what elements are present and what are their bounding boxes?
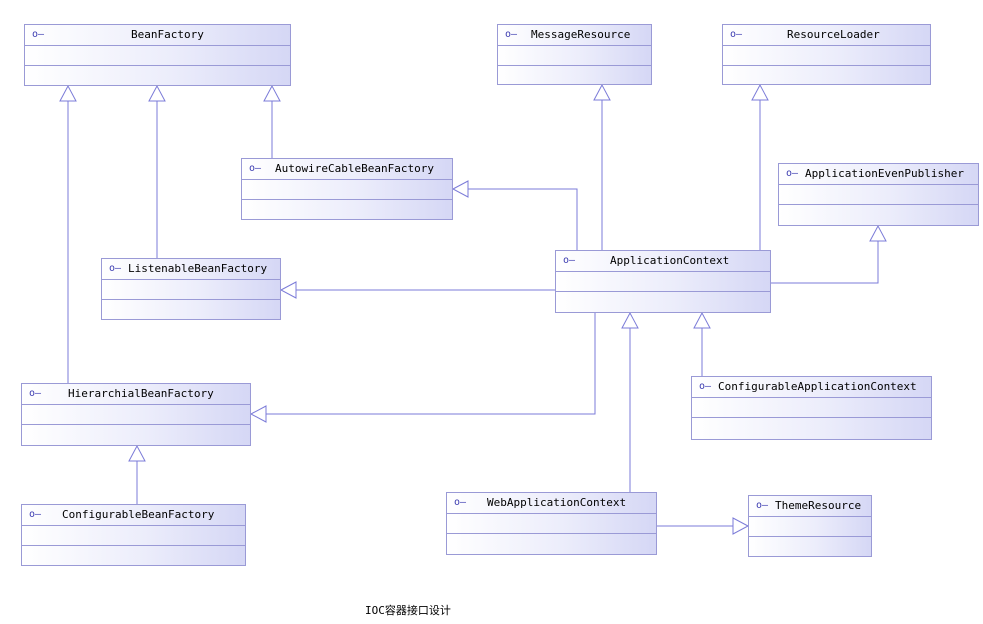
- attributes-section: [723, 46, 930, 66]
- generalization-arrowhead: [148, 84, 166, 102]
- operations-section: [22, 425, 250, 444]
- interface-lollipop-icon: o–: [730, 29, 743, 40]
- class-name: ListenableBeanFactory: [128, 262, 268, 275]
- generalization-arrowhead: [621, 311, 639, 329]
- operations-section: [447, 534, 656, 553]
- attributes-section: [692, 398, 931, 418]
- class-box-themeresource[interactable]: o– ThemeResource: [748, 495, 872, 557]
- attributes-section: [556, 272, 770, 292]
- appctx-to-hierarchial-line: [266, 313, 596, 415]
- class-name: ApplicationContext: [610, 254, 730, 267]
- class-box-beanfactory[interactable]: o– BeanFactory: [24, 24, 291, 86]
- interface-lollipop-icon: o–: [756, 500, 769, 511]
- class-name: ConfigurableApplicationContext: [718, 380, 917, 393]
- class-box-configurableapplicationcontext[interactable]: o– ConfigurableApplicationContext: [691, 376, 932, 440]
- attributes-section: [22, 405, 250, 425]
- operations-section: [723, 66, 930, 85]
- operations-section: [25, 66, 290, 85]
- class-name: WebApplicationContext: [487, 496, 627, 509]
- appctx-to-publisher-line: [771, 241, 879, 284]
- operations-section: [749, 537, 871, 556]
- generalization-arrowhead: [128, 444, 146, 462]
- class-name: ConfigurableBeanFactory: [62, 508, 215, 521]
- class-box-listenablebeanfactory[interactable]: o– ListenableBeanFactory: [101, 258, 281, 320]
- operations-section: [779, 205, 978, 224]
- diagram-caption: IOC容器接口设计: [365, 604, 451, 617]
- interface-lollipop-icon: o–: [563, 255, 576, 266]
- generalization-arrowhead: [249, 405, 267, 423]
- class-box-applicationevenpublisher[interactable]: o– ApplicationEvenPublisher: [778, 163, 979, 226]
- attributes-section: [102, 280, 280, 300]
- attributes-section: [242, 180, 452, 200]
- interface-lollipop-icon: o–: [29, 388, 42, 399]
- class-name: MessageResource: [531, 28, 631, 41]
- class-name: ThemeResource: [775, 499, 862, 512]
- generalization-arrowhead: [451, 180, 469, 198]
- operations-section: [242, 200, 452, 219]
- operations-section: [556, 292, 770, 311]
- attributes-section: [25, 46, 290, 66]
- class-box-applicationcontext[interactable]: o– ApplicationContext: [555, 250, 771, 313]
- attributes-section: [749, 517, 871, 537]
- generalization-arrowhead: [59, 84, 77, 102]
- class-name: AutowireCableBeanFactory: [275, 162, 434, 175]
- generalization-arrowhead: [732, 517, 750, 535]
- class-box-hierarchialbeanfactory[interactable]: o– HierarchialBeanFactory: [21, 383, 251, 446]
- generalization-arrowhead: [593, 83, 611, 101]
- interface-lollipop-icon: o–: [32, 29, 45, 40]
- class-box-webapplicationcontext[interactable]: o– WebApplicationContext: [446, 492, 657, 555]
- class-name: BeanFactory: [131, 28, 204, 41]
- attributes-section: [498, 46, 651, 66]
- class-box-messageresource[interactable]: o– MessageResource: [497, 24, 652, 85]
- generalization-arrowhead: [751, 83, 769, 101]
- interface-lollipop-icon: o–: [786, 168, 799, 179]
- class-name: ResourceLoader: [787, 28, 880, 41]
- interface-lollipop-icon: o–: [699, 381, 712, 392]
- class-box-resourceloader[interactable]: o– ResourceLoader: [722, 24, 931, 85]
- operations-section: [692, 418, 931, 437]
- operations-section: [22, 546, 245, 565]
- generalization-arrowhead: [693, 311, 711, 329]
- generalization-arrowhead: [279, 281, 297, 299]
- operations-section: [498, 66, 651, 85]
- attributes-section: [22, 526, 245, 546]
- class-box-autowirecablebeanfactory[interactable]: o– AutowireCableBeanFactory: [241, 158, 453, 220]
- attributes-section: [779, 185, 978, 205]
- generalization-arrowhead: [869, 224, 887, 242]
- generalization-arrowhead: [263, 84, 281, 102]
- interface-lollipop-icon: o–: [505, 29, 518, 40]
- interface-lollipop-icon: o–: [249, 163, 262, 174]
- attributes-section: [447, 514, 656, 534]
- class-name: HierarchialBeanFactory: [68, 387, 214, 400]
- operations-section: [102, 300, 280, 319]
- interface-lollipop-icon: o–: [454, 497, 467, 508]
- class-box-configurablebeanfactory[interactable]: o– ConfigurableBeanFactory: [21, 504, 246, 566]
- class-name: ApplicationEvenPublisher: [805, 167, 964, 180]
- interface-lollipop-icon: o–: [109, 263, 122, 274]
- interface-lollipop-icon: o–: [29, 509, 42, 520]
- appctx-to-autowire-line: [468, 188, 578, 250]
